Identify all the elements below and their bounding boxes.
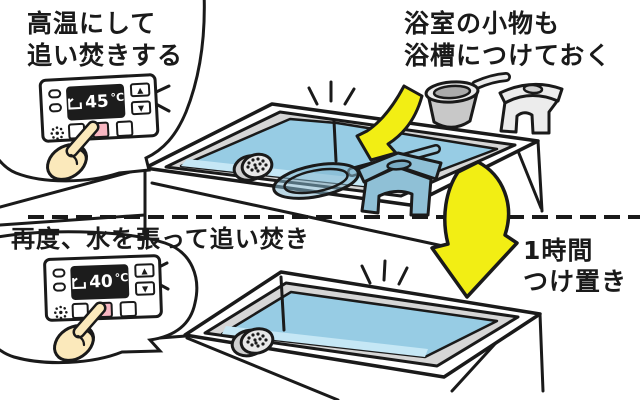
- panel-button[interactable]: [67, 122, 86, 140]
- caption-items-line1: 浴室の小物も: [404, 9, 561, 38]
- panel-button[interactable]: [119, 300, 138, 318]
- drain-cover-icon: [230, 327, 275, 358]
- temperature-display: 40°C: [70, 264, 130, 301]
- temp-down-button[interactable]: ▼: [134, 281, 156, 296]
- panel-led: [52, 282, 67, 292]
- caption-refill: 再度、水を張って追い焚き: [11, 225, 310, 253]
- bath-stool-icon: [498, 82, 564, 135]
- down-arrow-icon: ▼: [137, 103, 145, 113]
- down-arrow-icon: ▼: [141, 283, 149, 294]
- bathtub-display-icon: [72, 277, 87, 289]
- bathtub-display-icon: [68, 97, 83, 110]
- temperature-value: 45: [84, 91, 110, 113]
- water-heater-panel-bottom: 40°C ▲ ▼: [42, 253, 164, 323]
- emphasis-marks-top: [307, 80, 356, 106]
- temp-up-button[interactable]: ▲: [129, 82, 151, 98]
- pail-icon: [424, 72, 511, 129]
- drain-cover-icon: [232, 152, 274, 182]
- panel-led: [52, 268, 66, 278]
- panel-button[interactable]: [115, 120, 134, 138]
- bottom-bathtub: [0, 259, 545, 400]
- panel-led: [47, 88, 62, 99]
- temperature-display: 45°C: [65, 83, 126, 121]
- yellow-arrow-into-tub: [355, 84, 424, 162]
- panel-button[interactable]: [71, 302, 90, 320]
- temperature-unit: °C: [114, 270, 129, 285]
- water-heater-panel-top: 45°C ▲ ▼: [38, 72, 160, 144]
- temp-down-button[interactable]: ▼: [130, 100, 152, 116]
- caption-items-line2: 浴槽につけておく: [404, 41, 612, 70]
- up-arrow-icon: ▲: [136, 85, 144, 95]
- caption-reheat-line2: 追い焚きする: [27, 41, 184, 70]
- sparkle-icon: [54, 305, 68, 320]
- temp-up-button[interactable]: ▲: [134, 263, 155, 278]
- caption-soak-line2: つけ置き: [523, 267, 628, 296]
- reheat-button-active[interactable]: [91, 121, 110, 139]
- emphasis-marks-bottom: [360, 259, 409, 286]
- reheat-button-active[interactable]: [95, 301, 114, 319]
- panel-led: [48, 102, 63, 113]
- temperature-value: 40: [88, 271, 114, 293]
- yellow-arrow-soak: [430, 160, 519, 299]
- up-arrow-icon: ▲: [141, 265, 148, 276]
- sparkle-icon: [50, 126, 65, 141]
- caption-soak-line1: 1時間: [523, 236, 594, 265]
- top-bathtub: [0, 80, 544, 255]
- temperature-unit: °C: [110, 90, 125, 104]
- caption-reheat-line1: 高温にして: [27, 9, 157, 38]
